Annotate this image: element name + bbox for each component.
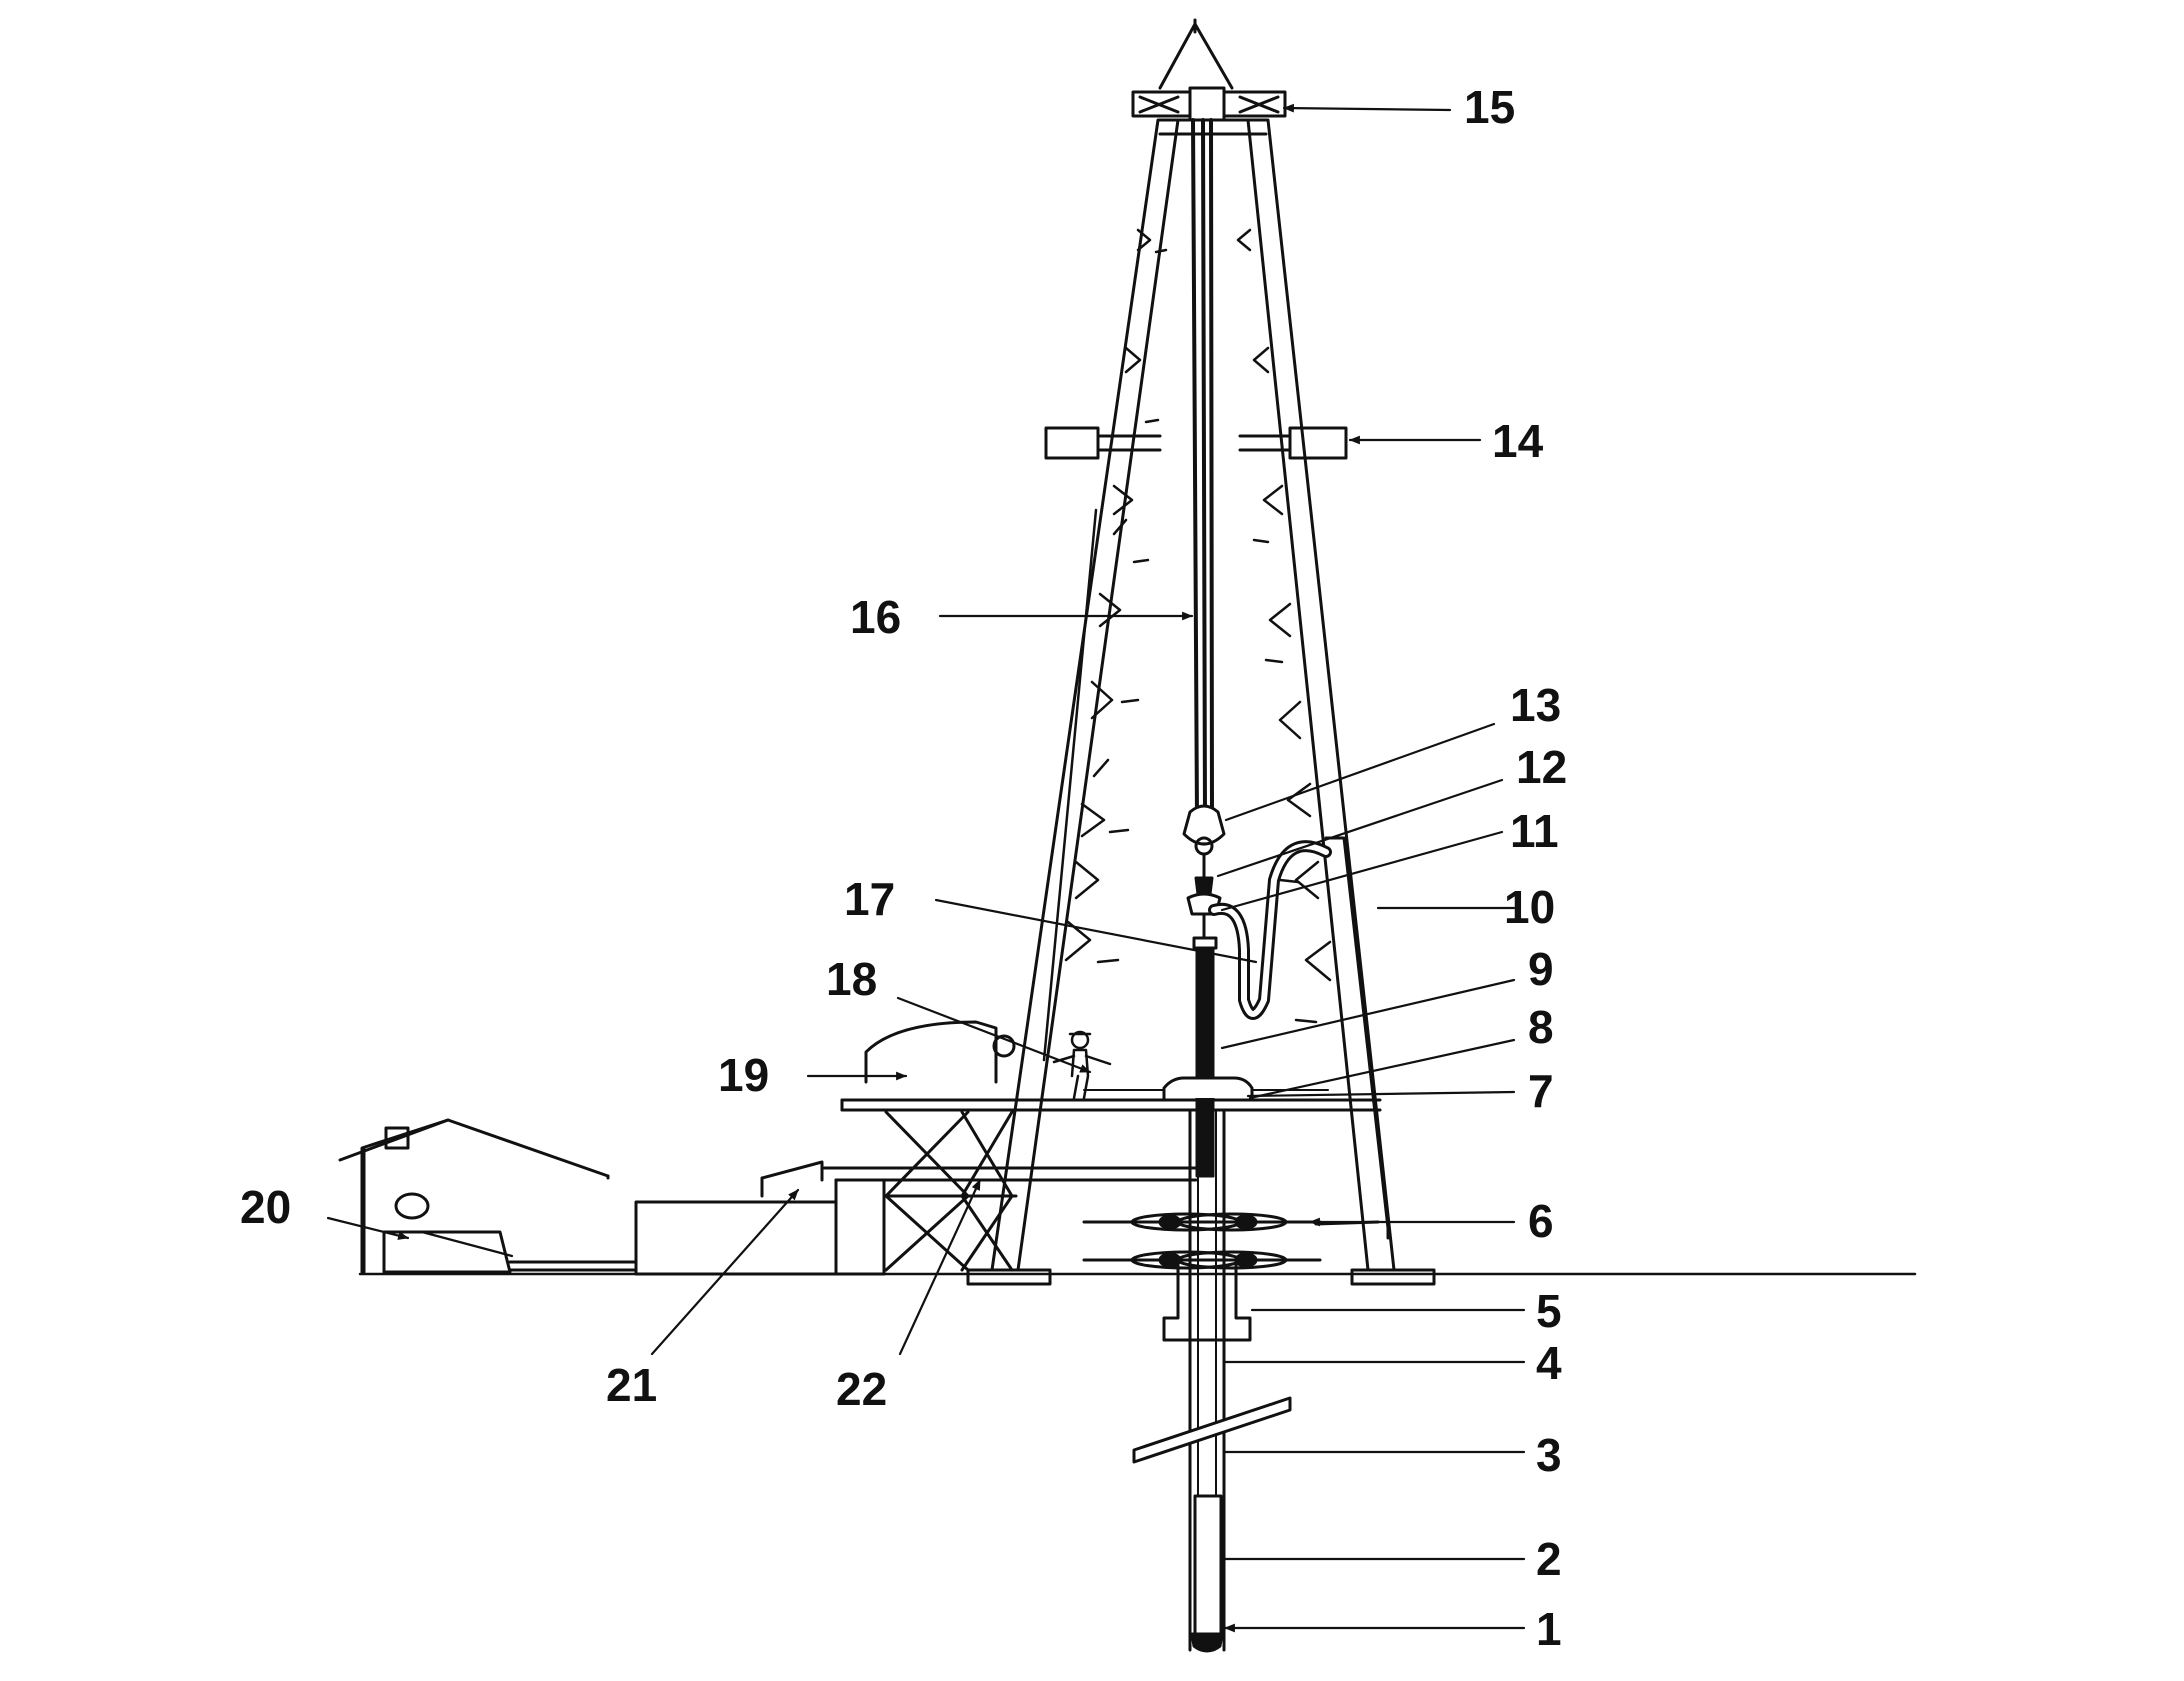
callout-20: 20 bbox=[240, 1181, 292, 1233]
leader-lines bbox=[326, 103, 1526, 1633]
callout-21: 21 bbox=[606, 1359, 658, 1411]
callout-17: 17 bbox=[844, 873, 896, 925]
callout-11: 11 bbox=[1510, 805, 1559, 857]
callout-8: 8 bbox=[1528, 1001, 1554, 1053]
callout-9: 9 bbox=[1528, 943, 1554, 995]
monkey-board bbox=[1044, 426, 1348, 460]
drilling-line bbox=[1191, 118, 1214, 822]
well-casing bbox=[1132, 1108, 1292, 1653]
callout-7: 7 bbox=[1528, 1065, 1554, 1117]
callout-6: 6 bbox=[1528, 1195, 1554, 1247]
callout-4: 4 bbox=[1536, 1337, 1562, 1389]
kelly bbox=[1195, 942, 1215, 1178]
callout-15: 15 bbox=[1464, 81, 1516, 133]
derrick-frame bbox=[966, 118, 1436, 1286]
callout-19: 19 bbox=[718, 1049, 770, 1101]
mud-lines bbox=[760, 1160, 1198, 1198]
rig-floor bbox=[840, 1020, 1382, 1272]
callout-5: 5 bbox=[1536, 1285, 1562, 1337]
callout-14: 14 bbox=[1492, 415, 1544, 467]
callout-2: 2 bbox=[1536, 1533, 1562, 1585]
driller-figure bbox=[1052, 1030, 1112, 1100]
crown-block bbox=[1131, 18, 1287, 122]
mud-house bbox=[338, 1118, 610, 1274]
callout-16: 16 bbox=[850, 591, 902, 643]
standpipe bbox=[1324, 836, 1390, 1240]
callout-10: 10 bbox=[1504, 881, 1556, 933]
callout-22: 22 bbox=[836, 1363, 888, 1415]
callout-3: 3 bbox=[1536, 1429, 1562, 1481]
callout-12: 12 bbox=[1516, 741, 1568, 793]
callout-1: 1 bbox=[1536, 1603, 1562, 1655]
traveling-block bbox=[1182, 804, 1226, 942]
mud-pump-unit bbox=[508, 1178, 886, 1276]
blowout-preventer bbox=[1082, 1212, 1322, 1270]
callout-13: 13 bbox=[1510, 679, 1562, 731]
callout-18: 18 bbox=[826, 953, 878, 1005]
